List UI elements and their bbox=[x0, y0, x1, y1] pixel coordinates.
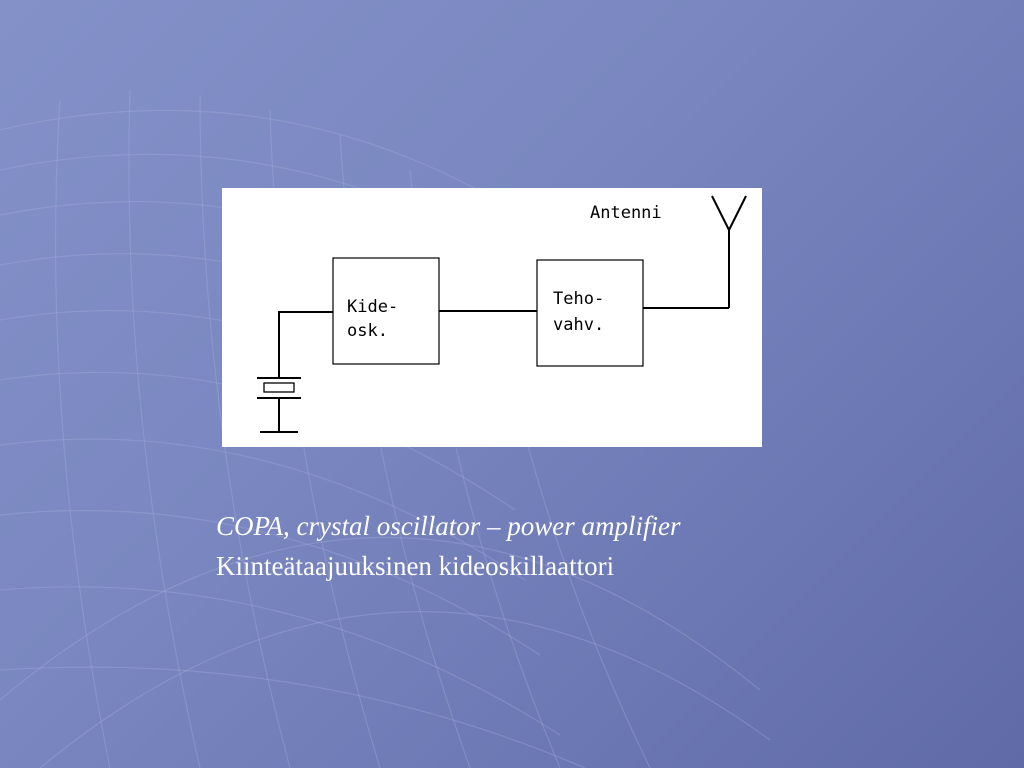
caption-line-finnish: Kiinteätaajuuksinen kideoskillaattori bbox=[216, 551, 615, 581]
amplifier-label-line1: Teho- bbox=[553, 289, 604, 309]
transmitter-diagram: Antenni Kide- osk. Teho- vahv. bbox=[257, 195, 747, 433]
amplifier-block bbox=[536, 259, 644, 367]
oscillator-label-line2: osk. bbox=[347, 321, 388, 341]
block-diagram: Antenni Kide- osk. Teho- vahv. bbox=[222, 188, 762, 447]
amplifier-label-line2: vahv. bbox=[553, 315, 604, 335]
oscillator-label-line1: Kide- bbox=[347, 297, 398, 317]
antenna-label: Antenni bbox=[590, 203, 662, 223]
caption-line-english: COPA, crystal oscillator – power amplifi… bbox=[216, 511, 681, 541]
wires bbox=[278, 307, 729, 378]
caption: COPA, crystal oscillator – power amplifi… bbox=[216, 506, 916, 586]
crystal-icon bbox=[257, 377, 301, 433]
antenna-icon bbox=[711, 195, 747, 308]
